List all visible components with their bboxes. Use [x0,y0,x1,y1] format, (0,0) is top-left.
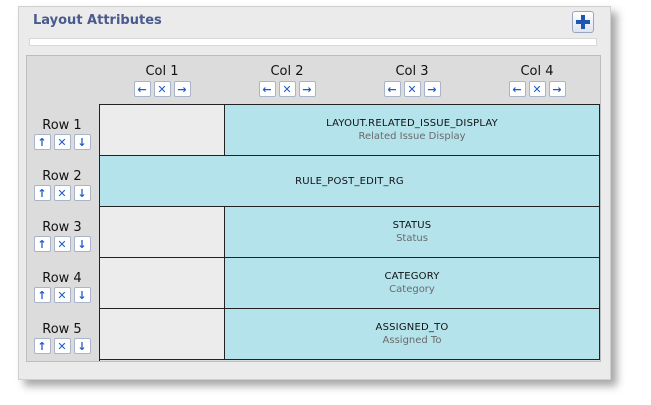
empty-cell[interactable] [100,207,225,258]
arrow-down-icon: ↓ [77,237,87,251]
move-column-right-button[interactable]: → [423,81,441,97]
arrow-up-icon: ↑ [37,237,47,251]
arrow-right-icon: → [427,82,437,96]
header-separator [29,38,597,46]
empty-cell[interactable] [100,309,225,360]
arrow-up-icon: ↑ [37,288,47,302]
attribute-name: RULE_POST_EDIT_RG [295,175,404,187]
x-icon: ✕ [282,82,292,96]
remove-row-button[interactable]: ✕ [53,236,71,252]
move-row-up-button[interactable]: ↑ [33,134,51,150]
remove-column-button[interactable]: ✕ [403,81,421,97]
add-button[interactable] [572,11,594,33]
attribute-name: CATEGORY [384,271,440,282]
row-header-2: Row 2 ↑ ✕ ↓ [31,169,93,201]
row-label: Row 4 [42,271,82,286]
x-icon: ✕ [57,288,67,302]
arrow-right-icon: → [177,82,187,96]
arrow-left-icon: ← [137,82,147,96]
x-icon: ✕ [157,82,167,96]
move-row-up-button[interactable]: ↑ [33,236,51,252]
x-icon: ✕ [57,237,67,251]
attribute-label: Assigned To [382,335,442,346]
row-header-3: Row 3 ↑ ✕ ↓ [31,220,93,252]
attribute-name: STATUS [392,220,432,231]
row-label: Row 2 [42,169,82,184]
empty-cell[interactable] [100,105,225,156]
move-row-up-button[interactable]: ↑ [33,338,51,354]
remove-column-button[interactable]: ✕ [528,81,546,97]
arrow-down-icon: ↓ [77,186,87,200]
arrow-left-icon: ← [512,82,522,96]
move-column-right-button[interactable]: → [173,81,191,97]
move-row-down-button[interactable]: ↓ [73,185,91,201]
row-label: Row 1 [42,118,82,133]
move-column-left-button[interactable]: ← [133,81,151,97]
move-column-right-button[interactable]: → [298,81,316,97]
attribute-cell-status[interactable]: STATUS Status [225,207,600,258]
attribute-cell-assigned-to[interactable]: ASSIGNED_TO Assigned To [225,309,600,360]
arrow-down-icon: ↓ [77,288,87,302]
column-label: Col 2 [270,64,304,79]
empty-cell[interactable] [100,258,225,309]
x-icon: ✕ [57,339,67,353]
move-row-up-button[interactable]: ↑ [33,185,51,201]
arrow-right-icon: → [552,82,562,96]
remove-row-button[interactable]: ✕ [53,338,71,354]
attribute-label: Related Issue Display [358,131,466,142]
arrow-left-icon: ← [262,82,272,96]
column-header-3: Col 3 ← ✕ → [377,64,447,97]
arrow-up-icon: ↑ [37,339,47,353]
x-icon: ✕ [532,82,542,96]
column-header-1: Col 1 ← ✕ → [127,64,197,97]
attribute-cell-related-issue-display[interactable]: LAYOUT.RELATED_ISSUE_DISPLAY Related Iss… [225,105,600,156]
panel-header: Layout Attributes [19,7,610,37]
attribute-name: ASSIGNED_TO [375,322,449,333]
arrow-left-icon: ← [387,82,397,96]
panel-title: Layout Attributes [33,13,162,28]
row-label: Row 5 [42,322,82,337]
remove-row-button[interactable]: ✕ [53,287,71,303]
attribute-label: Category [389,284,435,295]
move-row-down-button[interactable]: ↓ [73,338,91,354]
move-row-down-button[interactable]: ↓ [73,287,91,303]
remove-column-button[interactable]: ✕ [278,81,296,97]
row-header-5: Row 5 ↑ ✕ ↓ [31,322,93,354]
remove-column-button[interactable]: ✕ [153,81,171,97]
arrow-up-icon: ↑ [37,135,47,149]
move-column-right-button[interactable]: → [548,81,566,97]
move-row-up-button[interactable]: ↑ [33,287,51,303]
layout-grid-container: Col 1 ← ✕ → Col 2 ← ✕ → Col 3 ← ✕ → Co [26,55,601,362]
row-label: Row 3 [42,220,82,235]
arrow-down-icon: ↓ [77,339,87,353]
row-header-1: Row 1 ↑ ✕ ↓ [31,118,93,150]
x-icon: ✕ [57,186,67,200]
layout-attributes-panel: Layout Attributes Col 1 ← ✕ → Col 2 ← ✕ … [18,6,611,380]
column-label: Col 4 [520,64,554,79]
column-header-4: Col 4 ← ✕ → [502,64,572,97]
move-row-down-button[interactable]: ↓ [73,134,91,150]
move-row-down-button[interactable]: ↓ [73,236,91,252]
move-column-left-button[interactable]: ← [383,81,401,97]
attribute-name: LAYOUT.RELATED_ISSUE_DISPLAY [326,118,498,129]
column-label: Col 3 [395,64,429,79]
x-icon: ✕ [407,82,417,96]
remove-row-button[interactable]: ✕ [53,185,71,201]
arrow-down-icon: ↓ [77,135,87,149]
attribute-cell-category[interactable]: CATEGORY Category [225,258,600,309]
arrow-right-icon: → [302,82,312,96]
arrow-up-icon: ↑ [37,186,47,200]
x-icon: ✕ [57,135,67,149]
remove-row-button[interactable]: ✕ [53,134,71,150]
attribute-label: Status [396,233,428,244]
attribute-cell-rule-post-edit-rg[interactable]: RULE_POST_EDIT_RG [100,156,600,207]
row-header-4: Row 4 ↑ ✕ ↓ [31,271,93,303]
column-header-2: Col 2 ← ✕ → [252,64,322,97]
column-label: Col 1 [145,64,179,79]
layout-grid: LAYOUT.RELATED_ISSUE_DISPLAY Related Iss… [99,104,600,361]
move-column-left-button[interactable]: ← [508,81,526,97]
move-column-left-button[interactable]: ← [258,81,276,97]
